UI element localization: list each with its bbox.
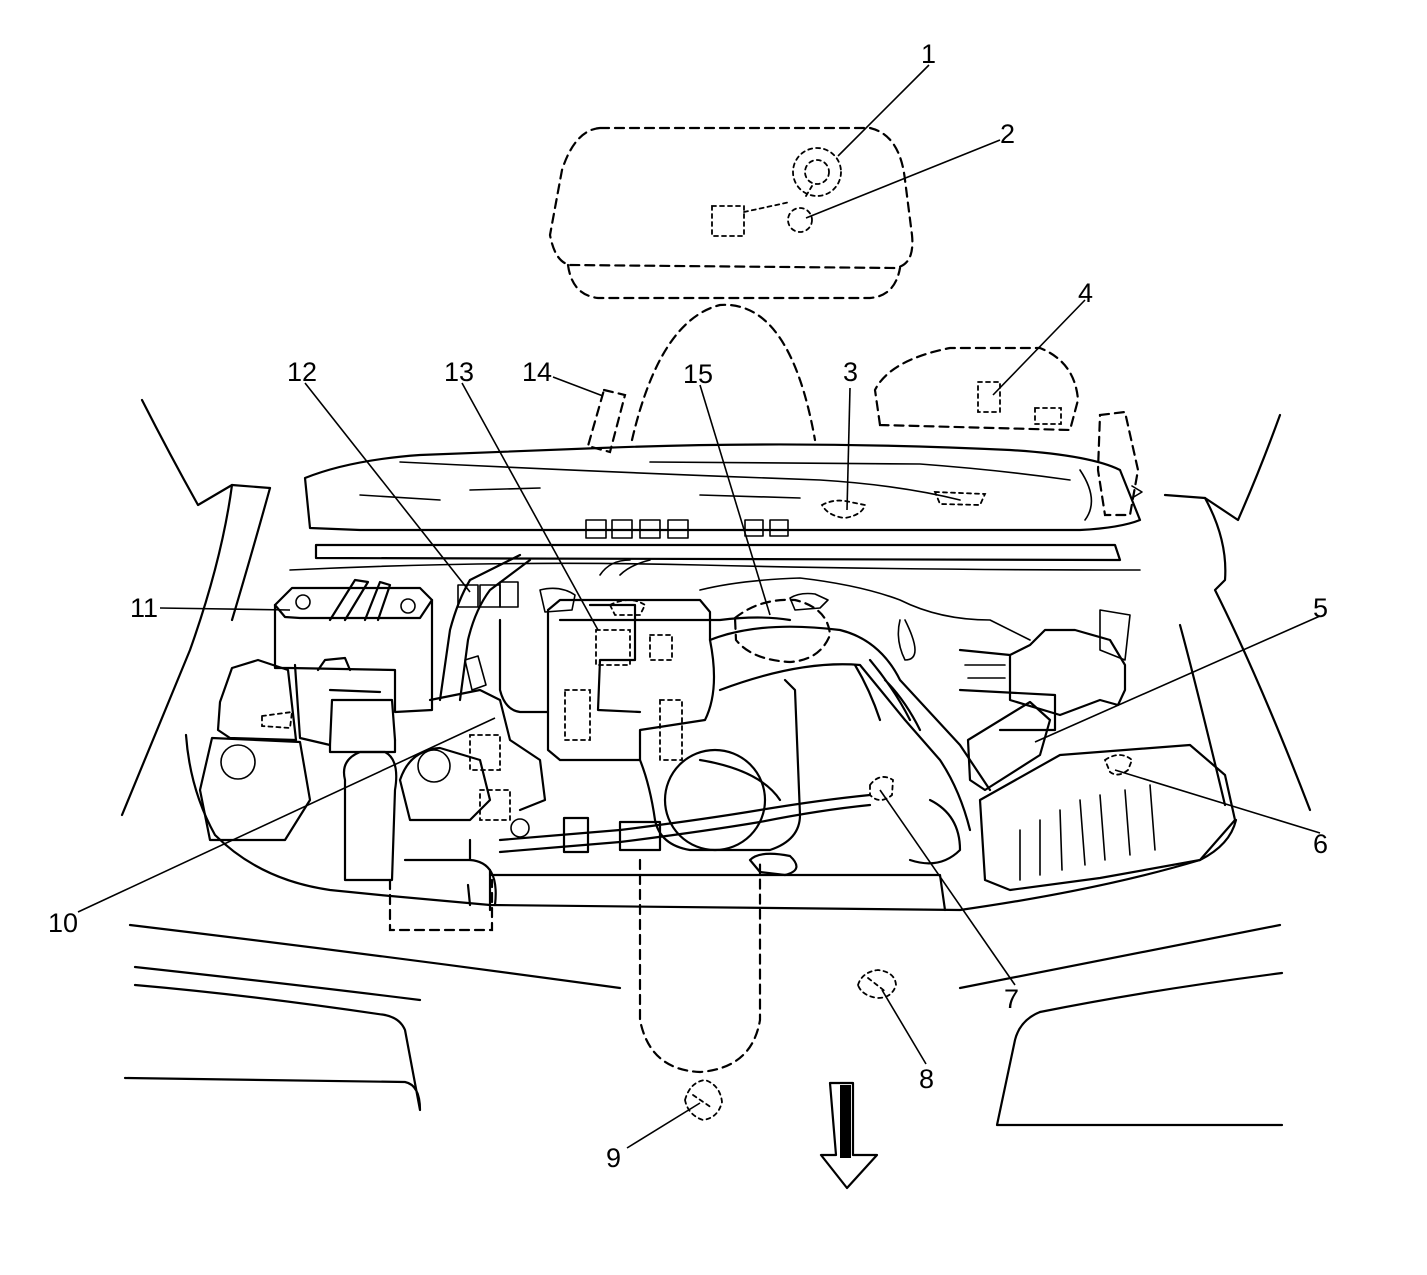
callout-8: 8 (919, 1064, 934, 1094)
callout-5: 5 (1313, 593, 1328, 623)
battery (273, 578, 434, 754)
callout-2: 2 (1000, 119, 1015, 149)
phantom-module-enclosure-4 (873, 346, 1140, 517)
air-intake-duct (699, 577, 1031, 832)
callout-10: 10 (48, 908, 78, 938)
callout-12: 12 (287, 357, 317, 387)
reservoir-left (198, 658, 398, 882)
callout-11: 11 (130, 593, 158, 623)
phantom-component-14 (586, 388, 627, 454)
connectors-upper (457, 559, 651, 616)
phantom-component-8 (857, 969, 897, 999)
callout-9: 9 (606, 1143, 621, 1173)
callout-4: 4 (1078, 278, 1093, 308)
phantom-lower-harness-loop (638, 858, 762, 1074)
phantom-upper-assembly (548, 126, 914, 300)
left-fender (120, 398, 272, 817)
front-direction-arrow-icon (819, 1081, 879, 1190)
callout-13: 13 (444, 357, 474, 387)
callout-14: 14 (522, 357, 552, 387)
phantom-harness-arch (630, 303, 817, 442)
hoses-lines (398, 553, 962, 907)
callout-leaders (77, 64, 1321, 1149)
radiator-support (184, 733, 1238, 932)
phantom-component-9 (684, 1079, 723, 1121)
callout-3: 3 (843, 357, 858, 387)
callout-6: 6 (1313, 829, 1328, 859)
cowl-panel (289, 443, 1143, 571)
front-bumper (123, 923, 1284, 1127)
air-cleaner-assembly (958, 609, 1237, 892)
engine-block (498, 598, 802, 852)
callout-15: 15 (683, 359, 713, 389)
callout-1: 1 (921, 39, 936, 69)
right-fender (1163, 413, 1312, 812)
callout-7: 7 (1004, 984, 1019, 1014)
